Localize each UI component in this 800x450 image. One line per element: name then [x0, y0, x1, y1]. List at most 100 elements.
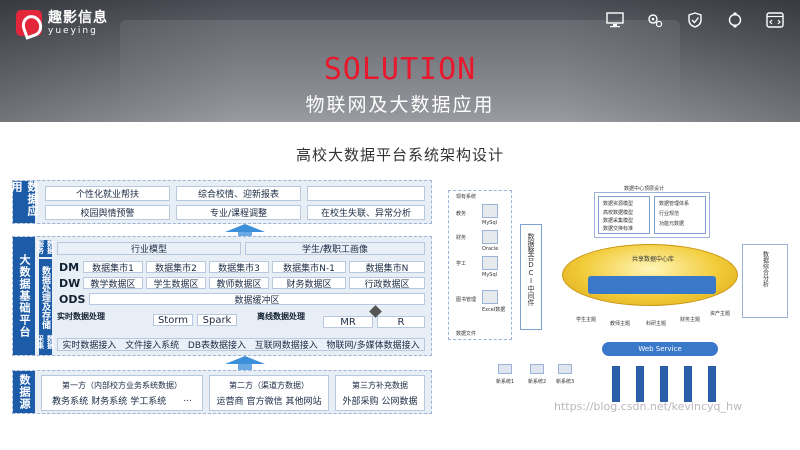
- monitor-icon[interactable]: [606, 12, 624, 28]
- offline-item: MR: [323, 316, 373, 328]
- db-label: Oracle: [482, 246, 499, 252]
- source-item: 其他网站: [285, 396, 322, 407]
- service-label: 数据服务: [37, 240, 55, 257]
- dw-item: 教师数据区: [209, 277, 269, 289]
- gears-icon[interactable]: [646, 12, 664, 28]
- brand-name-en: yueying: [48, 25, 98, 36]
- hero-title: SOLUTION: [323, 52, 477, 87]
- realtime-item: Storm: [153, 314, 193, 326]
- existing-systems-panel: [448, 190, 512, 340]
- subject-label: 资产主题: [710, 311, 731, 317]
- app-layer-label: 数据应用: [10, 181, 39, 223]
- data-center-diagram: 现有系统 教务 财务 学工 图书管理 数据文件 MySql Oracle MyS…: [442, 180, 794, 416]
- flow-arrow-up: [225, 356, 265, 364]
- ods-buffer: 数据缓冲区: [89, 293, 425, 305]
- db-name: 共享数据中心库: [632, 256, 675, 263]
- dm-item: 数据集市3: [209, 261, 269, 273]
- server-icon: [482, 230, 498, 244]
- db-label: MySql: [482, 272, 498, 278]
- collect-item: 实时数据接入: [62, 341, 117, 351]
- shield-check-icon[interactable]: [686, 12, 704, 28]
- server-icon: [482, 256, 498, 270]
- client-column: [708, 366, 716, 402]
- collect-label: 数据采集: [37, 335, 55, 355]
- app-item: [307, 186, 425, 201]
- collect-item: 文件接入系统: [125, 341, 180, 351]
- realtime-item: Spark: [197, 314, 237, 326]
- brand-logo-icon: [16, 10, 42, 36]
- app-item: 专业/课程调整: [176, 205, 301, 220]
- source-group-title: 第一方（内部校方业务系统数据）: [62, 380, 182, 390]
- center-title: 数据中心顶层设计: [624, 186, 665, 192]
- section-title: 高校大数据平台系统架构设计: [295, 146, 504, 164]
- offline-label: 离线数据处理: [257, 312, 305, 321]
- client-column: [636, 366, 644, 402]
- source-item: ...: [183, 393, 192, 404]
- systems-title: 现有系统: [456, 194, 477, 200]
- dw-item: 教学数据区: [83, 277, 143, 289]
- center-left-item: 数据交换标准: [603, 226, 634, 232]
- dm-item: 数据集市1: [83, 261, 143, 273]
- system-label: 教务: [456, 211, 467, 217]
- monitor-icon: [498, 364, 512, 374]
- dm-label: DM: [59, 261, 80, 274]
- collect-item: 物联网/多媒体数据接入: [326, 341, 420, 351]
- shared-database-disk: [562, 244, 738, 306]
- center-right-item: 数据管理体系: [659, 201, 690, 207]
- platform-layer-label: 大数据基础平台: [13, 237, 35, 355]
- dw-label: DW: [59, 277, 81, 290]
- brand-name-cn: 趣影信息: [48, 9, 108, 26]
- offline-item: R: [377, 316, 425, 328]
- client-column: [660, 366, 668, 402]
- client-column: [684, 366, 692, 402]
- source-item: 公网数据: [381, 396, 418, 407]
- new-system-label: 新系统2: [528, 379, 547, 385]
- brand-logo[interactable]: 趣影信息 yueying: [16, 10, 108, 36]
- db-partition-bar: [588, 276, 716, 294]
- analysis-title: 数据综合分析: [761, 251, 769, 287]
- app-item: 个性化就业帮扶: [45, 186, 170, 201]
- system-label: 学工: [456, 261, 467, 267]
- code-window-icon[interactable]: [766, 12, 784, 28]
- source-item: 财务系统: [91, 396, 128, 407]
- center-right-item: 功能元数据: [659, 221, 685, 227]
- hero-subtitle: 物联网及大数据应用: [305, 94, 495, 116]
- app-layer: 数据应用 个性化就业帮扶 综合校情、迎新报表 校园舆情预警 专业/课程调整 在校…: [10, 180, 432, 224]
- source-item: 外部采购: [342, 396, 379, 407]
- service-item: 学生/教职工画像: [245, 242, 425, 255]
- flow-arrow-stem: [238, 364, 252, 372]
- dw-item: 行政数据区: [349, 277, 425, 289]
- source-layer: 数据源 第一方（内部校方业务系统数据） 教务系统 财务系统 学工系统 ... 第…: [12, 370, 432, 414]
- ods-label: ODS: [59, 293, 86, 306]
- center-left-item: 高校数据模型: [603, 210, 634, 216]
- dw-item: 财务数据区: [272, 277, 346, 289]
- db-label: Excel数据: [482, 307, 506, 313]
- hero-banner: 趣影信息 yueying SOLUTION 物联网及大数据应用: [0, 0, 800, 122]
- dci-middleware: 数据整合DCI中间件: [520, 224, 542, 330]
- architecture-diagram: 数据应用 个性化就业帮扶 综合校情、迎新报表 校园舆情预警 专业/课程调整 在校…: [10, 180, 432, 416]
- source-group: 第一方（内部校方业务系统数据） 教务系统 财务系统 学工系统 ...: [41, 375, 203, 411]
- server-icon: [482, 204, 498, 218]
- header-icon-bar: [606, 12, 784, 28]
- puzzle-icon[interactable]: [726, 12, 744, 28]
- analysis-panel: 数据综合分析: [742, 244, 788, 318]
- watermark-url: https://blog.csdn.net/kevincyq_hw: [554, 400, 742, 413]
- server-icon: [482, 290, 498, 304]
- service-item: 行业模型: [57, 242, 241, 255]
- monitor-icon: [530, 364, 544, 374]
- source-item: 教务系统: [52, 396, 89, 407]
- source-group: 第三方补充数据 外部采购 公网数据: [335, 375, 425, 411]
- web-service-bar: Web Service: [602, 342, 718, 356]
- source-group: 第二方（渠道方数据） 运营商 官方微信 其他网站: [209, 375, 329, 411]
- collect-item: 互联网数据接入: [254, 341, 318, 351]
- dm-item: 数据集市N-1: [272, 261, 346, 273]
- app-item: 在校生失联、异常分析: [307, 205, 425, 220]
- middleware-label: 数据整合DCI中间件: [527, 233, 535, 306]
- dw-item: 学生数据区: [146, 277, 206, 289]
- client-column: [612, 366, 620, 402]
- new-system-label: 新系统3: [556, 379, 575, 385]
- center-left-item: 数据资源模型: [603, 201, 634, 207]
- new-system-label: 新系统1: [496, 379, 515, 385]
- source-group-title: 第三方补充数据: [352, 380, 408, 390]
- source-group-title: 第二方（渠道方数据）: [229, 380, 309, 390]
